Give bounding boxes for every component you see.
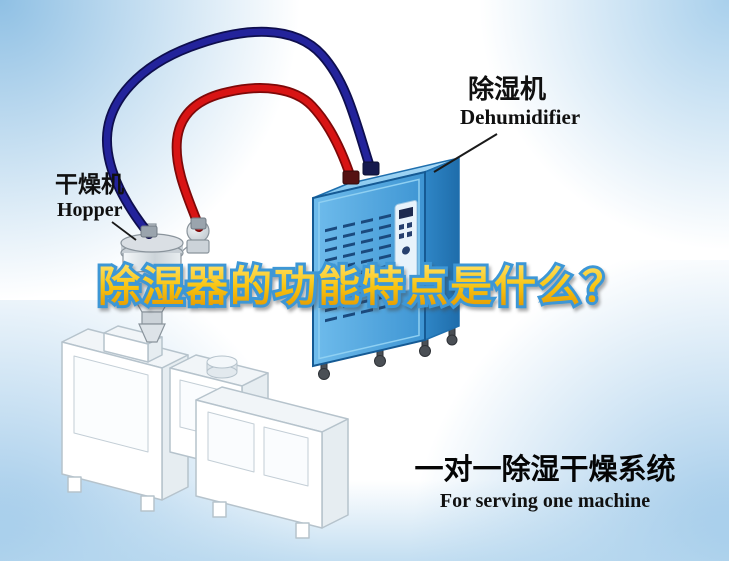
navy-hose <box>101 26 376 239</box>
caster-wheels <box>318 326 458 380</box>
hopper-leader-line <box>111 221 137 241</box>
caption-cn: 一对一除湿干燥系统 <box>414 452 675 486</box>
dehumidifier-label-cn: 除湿机 <box>468 74 546 104</box>
dehumidifier-label-en: Dehumidifier <box>460 105 580 129</box>
caption-en: For serving one machine <box>440 490 650 512</box>
headline: 除湿器的功能特点是什么？ <box>98 263 626 310</box>
red-hose <box>171 83 356 232</box>
dehumidifier-illustration <box>312 156 460 380</box>
dehumidifier-leader-line <box>433 133 498 173</box>
control-panel <box>394 199 418 293</box>
extruder-machine-illustration <box>61 325 349 539</box>
hopper-label-cn: 干燥机 <box>55 171 124 197</box>
hopper-label-en: Hopper <box>57 199 123 221</box>
hose-fittings <box>140 161 380 238</box>
